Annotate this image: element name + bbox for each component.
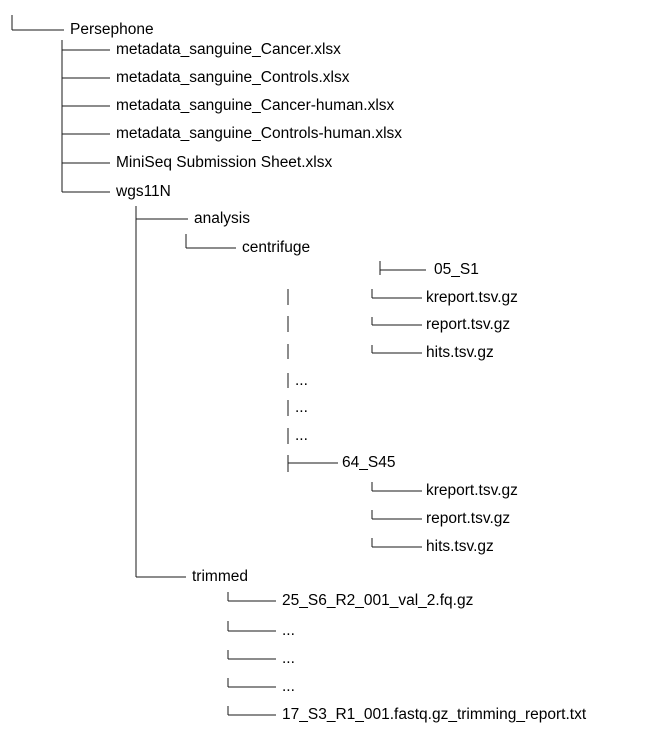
root-folder-label: Persephone xyxy=(70,21,154,38)
centrifuge-folder-label: centrifuge xyxy=(242,239,310,256)
first-sample-file-kreport: kreport.tsv.gz xyxy=(426,289,518,306)
centrifuge-ellipsis-1: ... xyxy=(295,372,308,389)
root-connectors xyxy=(11,15,64,31)
centrifuge-ellipsis-2: ... xyxy=(295,399,308,416)
trimmed-ellipsis-3: ... xyxy=(282,678,295,695)
root-file-1: metadata_sanguine_Cancer.xlsx xyxy=(116,41,341,58)
first-sample-label: 05_S1 xyxy=(434,261,479,278)
root-file-3: metadata_sanguine_Cancer-human.xlsx xyxy=(116,97,395,114)
analysis-folder-label: analysis xyxy=(194,210,250,227)
trimmed-ellipsis-1: ... xyxy=(282,622,295,639)
run-folder-connectors xyxy=(135,206,188,578)
trimmed-file-1: 25_S6_R2_001_val_2.fq.gz xyxy=(282,592,473,609)
trimmed-connectors xyxy=(227,592,276,716)
trimmed-folder-label: trimmed xyxy=(192,568,248,585)
trimmed-ellipsis-2: ... xyxy=(282,650,295,667)
trimmed-file-last: 17_S3_R1_001.fastq.gz_trimming_report.tx… xyxy=(282,706,587,723)
analysis-connectors xyxy=(185,234,236,249)
root-file-connectors xyxy=(61,40,110,193)
last-sample-file-report: report.tsv.gz xyxy=(426,510,510,527)
last-sample-connectors xyxy=(371,482,422,548)
centrifuge-rail-connectors xyxy=(287,289,338,472)
centrifuge-ellipsis-3: ... xyxy=(295,427,308,444)
last-sample-label: 64_S45 xyxy=(342,454,395,471)
first-sample-file-hits: hits.tsv.gz xyxy=(426,344,494,361)
first-sample-connectors xyxy=(371,261,426,354)
last-sample-file-hits: hits.tsv.gz xyxy=(426,538,494,555)
root-file-4: metadata_sanguine_Controls-human.xlsx xyxy=(116,125,402,142)
root-file-5: MiniSeq Submission Sheet.xlsx xyxy=(116,154,332,171)
first-sample-file-report: report.tsv.gz xyxy=(426,316,510,333)
run-folder-label: wgs11N xyxy=(115,183,171,200)
root-file-2: metadata_sanguine_Controls.xlsx xyxy=(116,69,350,86)
last-sample-file-kreport: kreport.tsv.gz xyxy=(426,482,518,499)
